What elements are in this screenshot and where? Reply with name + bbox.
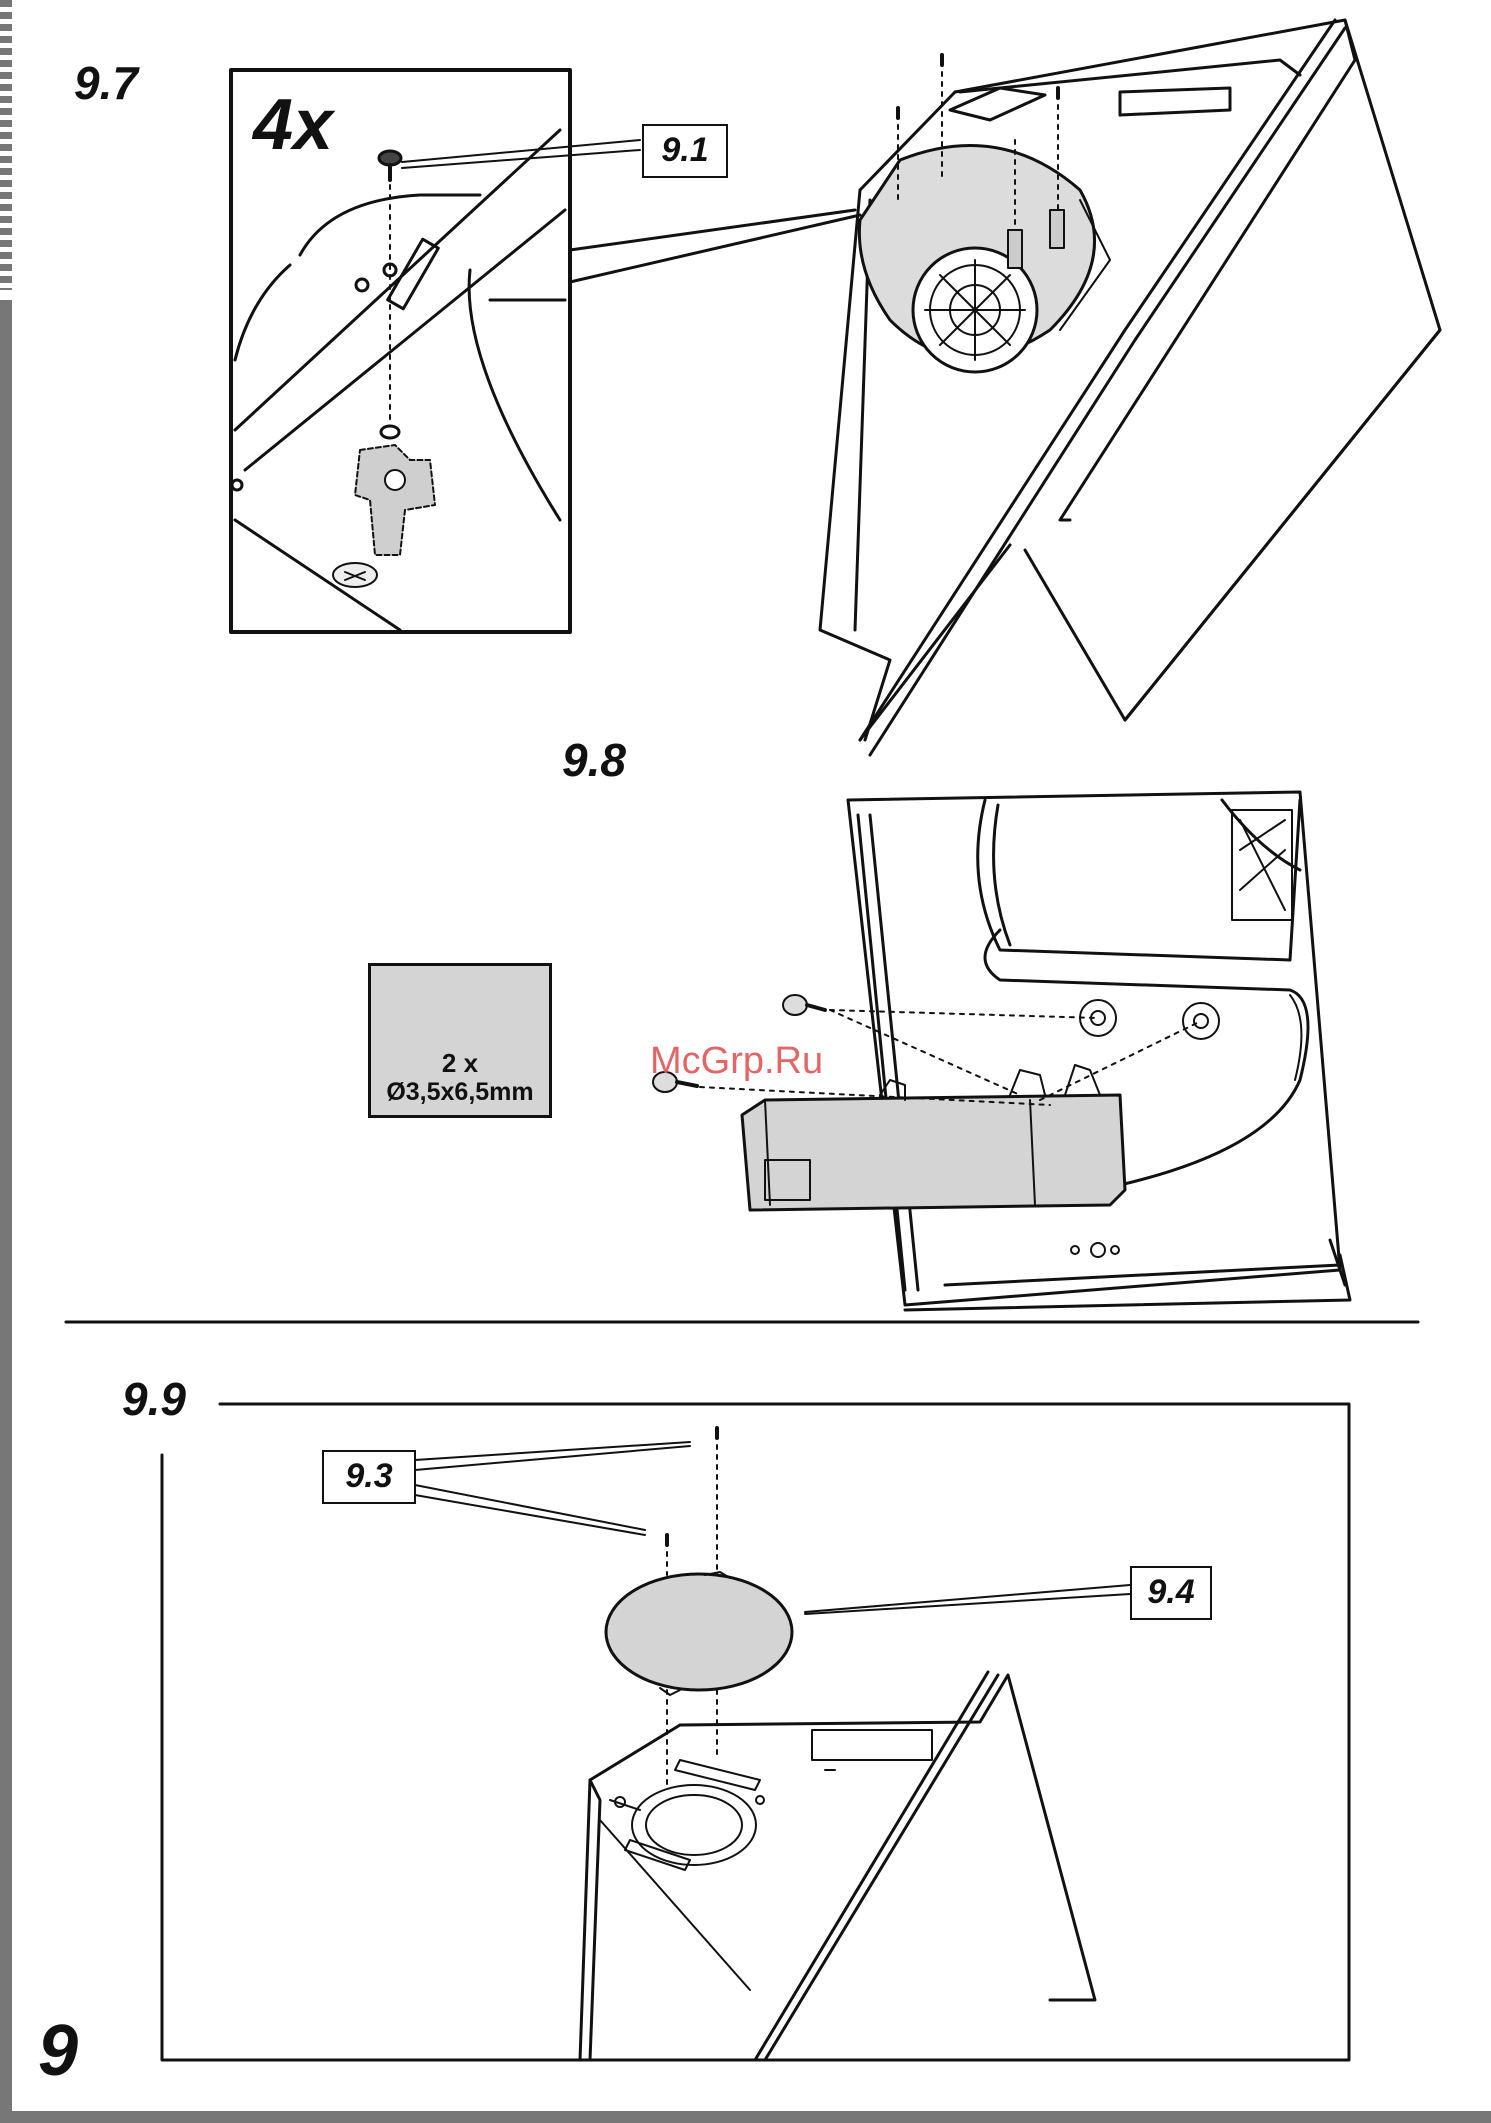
page-number: 9	[38, 2010, 78, 2092]
step-number-9-9: 9.9	[122, 1372, 186, 1426]
screw-icon	[783, 995, 825, 1015]
step-number-9-8: 9.8	[562, 733, 626, 787]
callout-9-4: 9.4	[1130, 1566, 1212, 1620]
fan-motor-icon	[859, 145, 1110, 372]
quantity-label: 4x	[253, 84, 333, 166]
screw-spec-box: 2 x Ø3,5x6,5mm	[368, 963, 552, 1118]
callout-9-1: 9.1	[642, 124, 728, 178]
screw-size: Ø3,5x6,5mm	[371, 1078, 549, 1107]
screw-icon	[379, 151, 401, 180]
callout-9-3: 9.3	[322, 1450, 416, 1504]
screw-quantity: 2 x	[371, 1048, 549, 1079]
hood-drawing-9-9	[580, 1672, 1095, 2060]
watermark: McGrp.Ru	[650, 1040, 823, 1083]
hood-drawing-9-7	[820, 20, 1440, 755]
step-number-9-7: 9.7	[74, 56, 138, 110]
mounting-bracket-icon	[355, 445, 435, 555]
round-cover-icon	[606, 1572, 792, 1695]
